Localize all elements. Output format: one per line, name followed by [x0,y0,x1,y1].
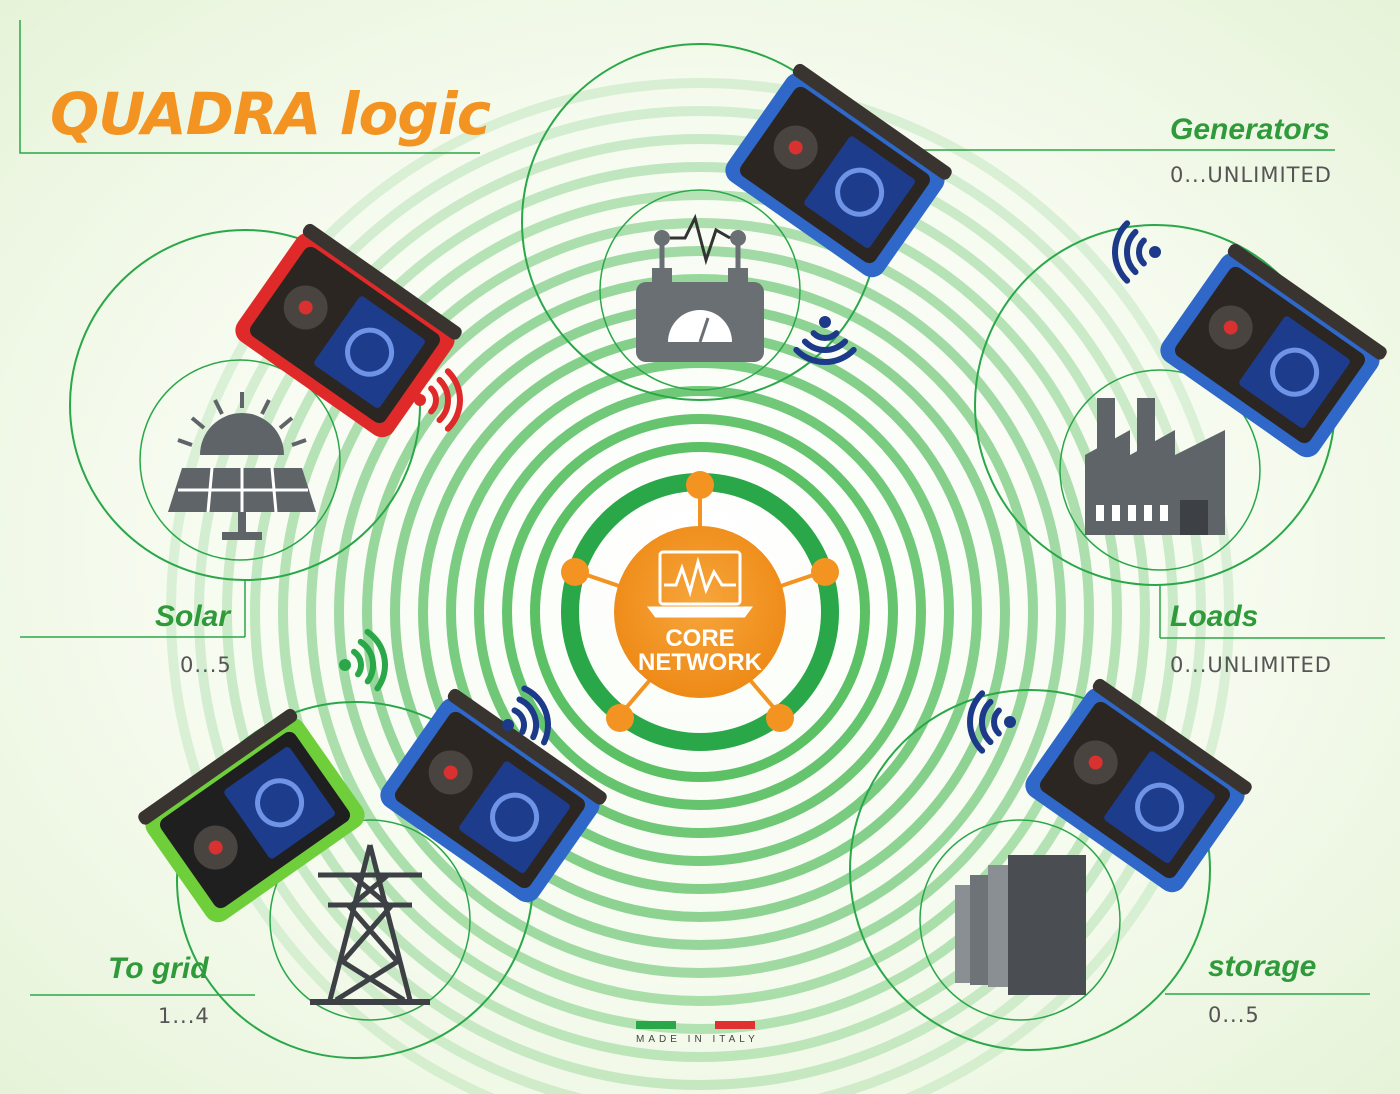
solar-device [235,223,462,438]
made-in-italy: MADE IN ITALY [636,1034,759,1045]
generators-range: 0...UNLIMITED [1170,163,1332,187]
to-grid-label: To grid [108,952,209,985]
laptop-waveform-icon [647,550,753,618]
generator-meter-icon [636,213,764,362]
page-title: QUADRA logic [50,80,491,148]
storage-device [1025,678,1252,893]
core-label-line1: CORE [665,625,734,652]
storage-wifi-icon [967,690,1016,754]
solar-range: 0...5 [180,653,232,677]
loads-label: Loads [1170,600,1259,633]
generators-device [725,63,952,278]
storage-range: 0...5 [1208,1003,1260,1027]
power-tower-icon [310,844,430,1005]
loads-range: 0...UNLIMITED [1170,653,1332,677]
to-grid-blue-device [380,688,607,903]
generators-label: Generators [1170,113,1331,146]
generators-wifi-icon [793,316,857,365]
storage-label: storage [1208,950,1317,983]
core-label-line2: NETWORK [638,649,763,676]
storage-blocks-icon [955,855,1086,995]
loads-device [1160,243,1387,458]
to-grid-blue-wifi-icon [502,685,551,746]
loads-wifi-icon [1112,220,1161,284]
solar-panel-icon [168,392,316,540]
radio-rings [166,78,1234,1094]
storage-node-circle [849,689,1211,1051]
title-underline [19,20,480,154]
to-grid-green-device [138,708,365,923]
solar-label: Solar [155,600,231,633]
to-grid-range: 1...4 [158,1004,210,1028]
factory-icon [1085,398,1225,535]
core-network-hub: CORE NETWORK [561,471,839,751]
solar-wifi-icon [414,368,463,432]
